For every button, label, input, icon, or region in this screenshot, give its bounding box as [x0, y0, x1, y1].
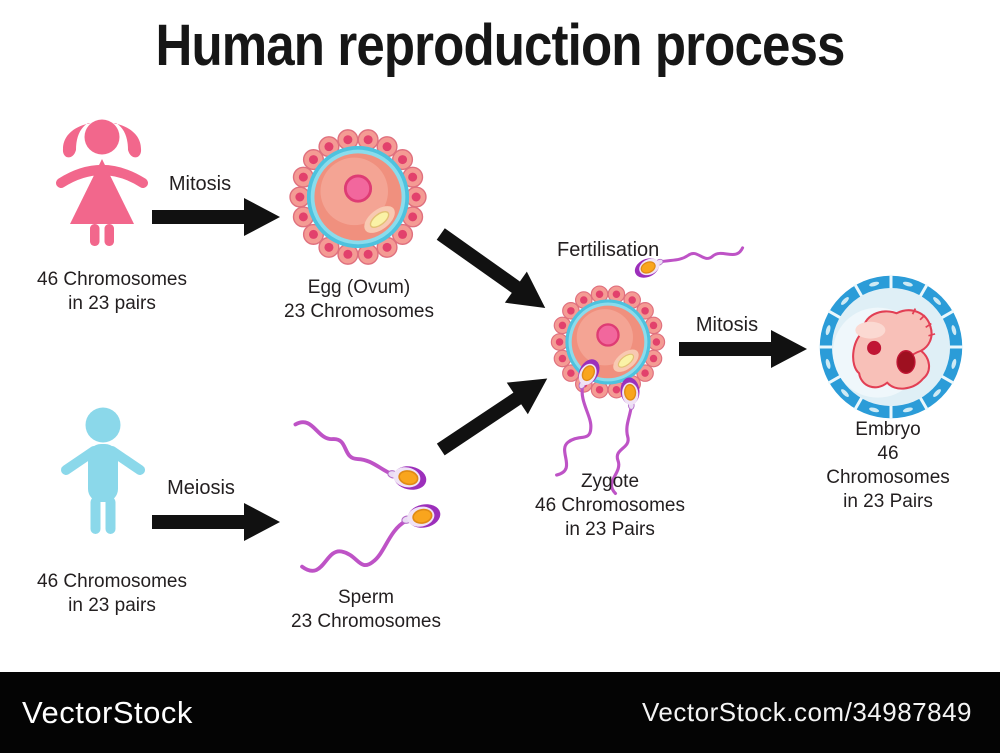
sperm-cell-graphic	[292, 499, 450, 581]
female-figure-icon	[56, 119, 148, 246]
sperm-cell-graphic	[285, 418, 435, 495]
sperm-label: Sperm 23 Chromosomes	[291, 586, 441, 634]
female-caption-line2: in 23 pairs	[68, 293, 156, 314]
diagram-scene	[56, 119, 964, 581]
embryo-label-line2: 46 Chromosomes	[826, 443, 950, 488]
arrow-right-icon	[152, 198, 280, 236]
footer-bar: VectorStock VectorStock.com/34987849	[0, 672, 1000, 753]
arrow-diagonal-down-icon	[429, 218, 557, 324]
meiosis-male-label: Meiosis	[167, 477, 235, 499]
egg-label-line1: Egg (Ovum)	[307, 277, 411, 298]
zygote-label-line3: in 23 Pairs	[565, 519, 655, 540]
egg-label-line2: 23 Chromosomes	[284, 301, 434, 322]
image-credit-url: VectorStock.com/34987849	[642, 697, 972, 727]
egg-label: Egg (Ovum) 23 Chromosomes	[284, 276, 434, 324]
embryo-label-line1: Embryo	[855, 419, 921, 440]
embryo-cell-graphic	[818, 274, 964, 420]
arrow-right-icon	[152, 503, 280, 541]
male-caption-line2: in 23 pairs	[68, 595, 156, 616]
male-figure-icon	[61, 407, 145, 534]
mitosis-zygote-label: Mitosis	[695, 314, 759, 336]
zygote-label-line2: 46 Chromosomes	[535, 495, 685, 516]
female-caption-line1: 46 Chromosomes	[37, 269, 187, 290]
male-caption-line1: 46 Chromosomes	[37, 571, 187, 592]
embryo-label: Embryo 46 Chromosomes in 23 Pairs	[826, 418, 950, 514]
female-caption: 46 Chromosomes in 23 pairs	[37, 268, 187, 316]
vectorstock-logo: VectorStock	[22, 694, 193, 730]
zygote-label-line1: Zygote	[580, 471, 640, 492]
fertilisation-label: Fertilisation	[557, 239, 660, 261]
sperm-label-line1: Sperm	[338, 587, 394, 608]
egg-cell-graphic	[288, 128, 428, 266]
mitosis-female-label: Mitosis	[168, 173, 232, 195]
zygote-label: Zygote 46 Chromosomes in 23 Pairs	[535, 470, 685, 542]
embryo-label-line3: in 23 Pairs	[843, 491, 933, 512]
arrow-diagonal-up-icon	[430, 362, 558, 466]
male-caption: 46 Chromosomes in 23 pairs	[37, 570, 187, 618]
zygote-cell-graphic	[550, 284, 666, 400]
sperm-label-line2: 23 Chromosomes	[291, 611, 441, 632]
page-title: Human reproduction process	[155, 13, 846, 78]
